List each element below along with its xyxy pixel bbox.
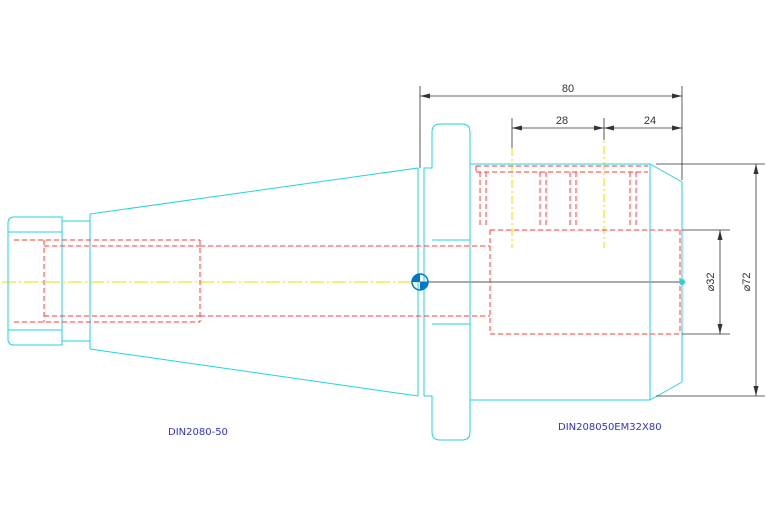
dim-text-28: 28: [556, 115, 568, 127]
label-left-part: DIN2080-50: [168, 427, 228, 438]
chamfer-top: [649, 163, 683, 183]
dimensions: [419, 86, 765, 397]
arrow-32-bottom: [717, 324, 723, 334]
dim-text-dia-72: ⌀72: [741, 273, 753, 292]
centerlines: [2, 130, 605, 283]
origin-marker: [411, 273, 685, 291]
neck: [61, 220, 91, 342]
arrow-72-bottom: [753, 386, 759, 396]
end-collar: [7, 216, 63, 346]
arrow-28-left: [512, 125, 522, 131]
label-right-part: DIN208050EM32X80: [558, 422, 662, 433]
hidden-lines: [14, 165, 681, 335]
origin-quadrant-2: [412, 274, 420, 282]
dim-text-24: 24: [644, 115, 656, 127]
arrow-28-right: [594, 125, 604, 131]
arrow-72-top: [753, 164, 759, 174]
arrow-24-right: [672, 125, 682, 131]
flange-body: [423, 123, 471, 441]
arrow-80-left: [420, 93, 430, 99]
chamfer-bottom: [649, 381, 683, 401]
arrow-24-left: [604, 125, 614, 131]
end-point-marker: [679, 279, 685, 285]
arrow-80-right: [672, 93, 682, 99]
dim-text-dia-32: ⌀32: [705, 273, 717, 292]
dim-text-80: 80: [562, 83, 574, 95]
taper-bottom: [89, 348, 419, 397]
right-part-outline: [469, 160, 683, 404]
origin-quadrant-1: [420, 282, 428, 290]
arrow-32-top: [717, 230, 723, 240]
taper-top: [89, 167, 419, 215]
